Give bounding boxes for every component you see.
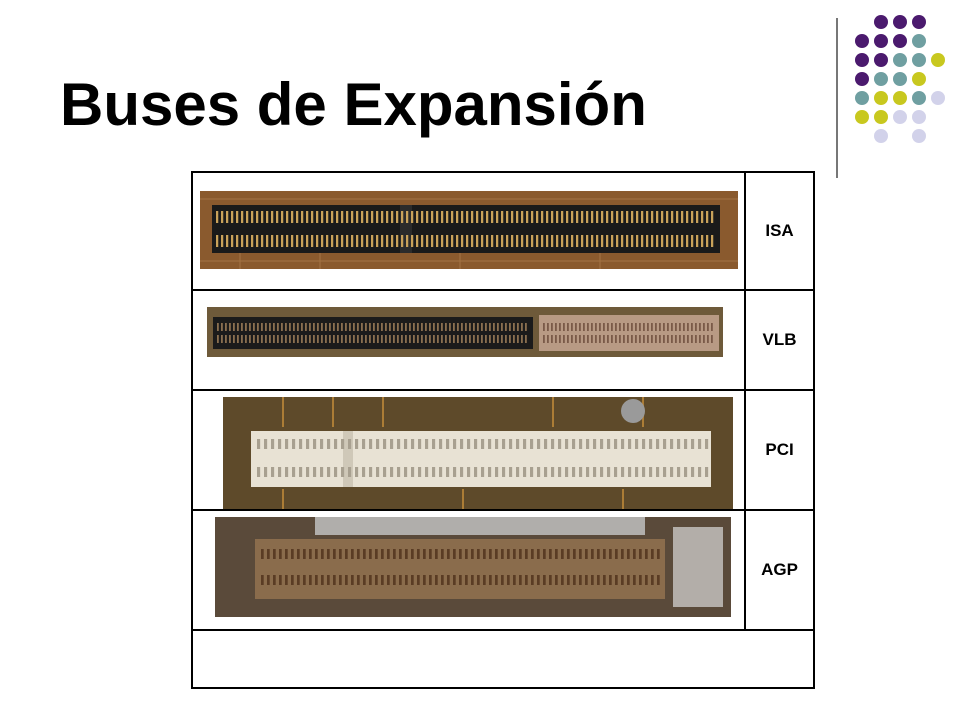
isa-slot-photo-icon bbox=[200, 191, 738, 269]
pci-slot-photo-icon bbox=[223, 397, 733, 509]
decoration-dot bbox=[893, 15, 907, 29]
decoration-dot bbox=[855, 110, 869, 124]
agp-image-cell bbox=[190, 509, 747, 631]
decoration-dot bbox=[893, 34, 907, 48]
agp-label: AGP bbox=[744, 509, 815, 631]
decoration-dot bbox=[912, 91, 926, 105]
decoration-dot bbox=[893, 72, 907, 86]
agp-slot-photo-icon bbox=[215, 517, 731, 617]
decoration-dot bbox=[874, 110, 888, 124]
table-row: ISA bbox=[190, 171, 815, 291]
decoration-dot bbox=[855, 91, 869, 105]
decoration-dot bbox=[912, 129, 926, 143]
pci-label: PCI bbox=[744, 389, 815, 511]
isa-label: ISA bbox=[744, 171, 815, 291]
divider-line bbox=[836, 18, 838, 178]
decoration-dot bbox=[931, 53, 945, 67]
decoration-dot bbox=[912, 110, 926, 124]
decoration-dot bbox=[874, 72, 888, 86]
empty-row-cell bbox=[191, 629, 815, 689]
decoration-dot bbox=[855, 72, 869, 86]
decoration-dot bbox=[931, 91, 945, 105]
decoration-dot bbox=[855, 53, 869, 67]
decoration-dot bbox=[874, 91, 888, 105]
decoration-dot bbox=[893, 110, 907, 124]
vlb-label: VLB bbox=[744, 289, 815, 391]
table-row: AGP bbox=[190, 509, 815, 631]
slide-title: Buses de Expansión bbox=[60, 71, 647, 138]
bus-table: ISA VLB bbox=[190, 171, 815, 689]
decoration-dot bbox=[874, 129, 888, 143]
table-row bbox=[191, 629, 815, 689]
decoration-dot bbox=[874, 53, 888, 67]
decoration-dot bbox=[855, 34, 869, 48]
decoration-dot bbox=[874, 34, 888, 48]
decoration-dot bbox=[912, 53, 926, 67]
decoration-dot bbox=[874, 15, 888, 29]
vlb-image-cell bbox=[190, 289, 747, 391]
decoration-dot bbox=[912, 72, 926, 86]
isa-image-cell bbox=[190, 171, 747, 291]
decoration-dot bbox=[912, 15, 926, 29]
table-row: PCI bbox=[190, 389, 815, 511]
decoration-dot bbox=[893, 53, 907, 67]
decoration-dot bbox=[893, 91, 907, 105]
pci-image-cell bbox=[190, 389, 747, 511]
vlb-slot-photo-icon bbox=[207, 307, 723, 357]
table-row: VLB bbox=[190, 289, 815, 391]
decoration-dot bbox=[912, 34, 926, 48]
